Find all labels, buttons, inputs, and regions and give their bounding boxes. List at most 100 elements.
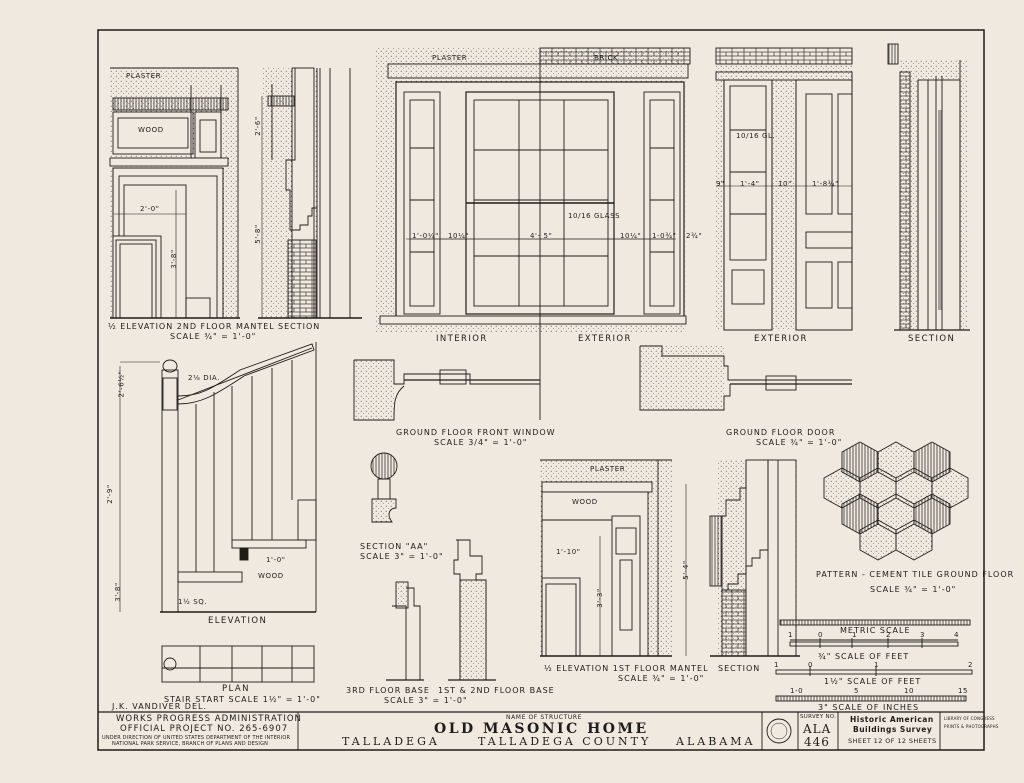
base-3rd-caption: 3RD FLOOR BASE bbox=[346, 686, 430, 695]
dim-window-5: 1-0¾" bbox=[652, 232, 677, 240]
dimension-lines bbox=[114, 96, 852, 656]
stair-dim-3-8: 3'-8" bbox=[113, 582, 122, 602]
habs-line-1: Historic American bbox=[850, 715, 934, 724]
base-3rd bbox=[386, 581, 424, 681]
mantel-1st-dim-1-10: 1'-10" bbox=[556, 548, 581, 556]
stair-start-caption: STAIR START SCALE 1½" = 1'-0" bbox=[164, 695, 321, 704]
stair-plan bbox=[161, 645, 315, 683]
tile-caption: PATTERN - CEMENT TILE GROUND FLOOR bbox=[816, 570, 1015, 579]
glass-label-window: 10/16 GLASS bbox=[568, 212, 621, 220]
mantel-1st-dim-3-3: 3'-3" bbox=[595, 588, 604, 608]
wpa-line-2: OFFICIAL PROJECT NO. 265-6907 bbox=[120, 724, 289, 734]
feet-112-tick: 1 bbox=[874, 661, 880, 669]
structure-name: OLD MASONIC HOME bbox=[434, 721, 649, 737]
mantel-1st-section bbox=[709, 459, 800, 657]
mantel-2nd-scale: SCALE ¾" = 1'-0" bbox=[170, 332, 257, 341]
stair-dim-1-0: 1'-0" bbox=[266, 556, 286, 564]
dim-window-1: 1'-0¼" bbox=[412, 232, 439, 240]
ground-window-scale: SCALE 3/4" = 1'-0" bbox=[434, 438, 528, 447]
stair-dim-dia: 2⅛ DIA. bbox=[188, 374, 221, 382]
inches-tick: 1-0 bbox=[790, 687, 804, 695]
stair-elevation bbox=[119, 342, 317, 613]
wood-label-stair: WOOD bbox=[258, 572, 284, 580]
dim-door-1-4: 1'-4" bbox=[740, 180, 760, 188]
mantel-1st-section-caption: SECTION bbox=[718, 664, 761, 673]
metric-tick: 4 bbox=[954, 631, 960, 639]
title-block-lines bbox=[98, 711, 984, 750]
section-aa bbox=[370, 452, 398, 523]
tile-pattern bbox=[823, 441, 969, 561]
feet-112-tick: 2 bbox=[968, 661, 974, 669]
dim-2-0: 2'-0" bbox=[140, 205, 160, 213]
plan-caption: PLAN bbox=[222, 684, 250, 694]
survey-number: 446 bbox=[804, 735, 830, 749]
metric-tick: 1 bbox=[852, 631, 858, 639]
base-12-caption: 1ST & 2ND FLOOR BASE bbox=[438, 686, 555, 695]
mantel-2nd-caption: ½ ELEVATION 2ND FLOOR MANTEL bbox=[108, 322, 275, 331]
feet-112-tick: 0 bbox=[808, 661, 814, 669]
loc-stamp-line-2: PRINTS & PHOTOGRAPHS bbox=[944, 724, 999, 729]
metric-scale-title: METRIC SCALE bbox=[840, 626, 911, 635]
sheet-border bbox=[97, 29, 985, 751]
ground-door-detail bbox=[639, 345, 852, 411]
sheet-number: SHEET 12 OF 12 SHEETS bbox=[848, 737, 937, 745]
dim-door-10: 10" bbox=[778, 180, 792, 188]
dim-2-6: 2'-6" bbox=[253, 116, 262, 136]
survey-caption: SURVEY NO. bbox=[800, 714, 837, 720]
metric-tick: 1 bbox=[788, 631, 794, 639]
dim-window-2: 10¼" bbox=[448, 232, 470, 240]
ground-door-scale: SCALE ¾" = 1'-0" bbox=[756, 438, 843, 447]
mantel-1st-dim-5-4: 5'-4" bbox=[681, 560, 690, 580]
dim-window-6: 2¾" bbox=[686, 232, 703, 240]
stair-dim-2-6: 2'-6½" bbox=[117, 370, 126, 398]
glass-label-door: 10/16 GL. bbox=[736, 132, 776, 140]
dim-door-1-8: 1'-8¾" bbox=[812, 180, 839, 188]
structure-name-caption: NAME OF STRUCTURE bbox=[506, 714, 582, 721]
habs-line-2: Buildings Survey bbox=[853, 725, 933, 734]
scale-feet-112: 1½" SCALE OF FEET bbox=[824, 677, 922, 686]
dim-window-3: 4'- 5" bbox=[530, 232, 553, 240]
window-elevation bbox=[376, 47, 691, 420]
ground-window-caption: GROUND FLOOR FRONT WINDOW bbox=[396, 428, 556, 437]
stair-dim-2-9: 2'-9" bbox=[105, 484, 114, 504]
brick-label-window: BRICK bbox=[594, 54, 619, 62]
delineator: J.K. VANDIVER DEL. bbox=[112, 702, 208, 711]
mantel-1st-elevation bbox=[540, 459, 672, 657]
section-aa-scale: SCALE 3" = 1'-0" bbox=[360, 552, 444, 561]
plaster-label-lower: PLASTER bbox=[590, 465, 626, 473]
dim-window-4: 10¼" bbox=[620, 232, 642, 240]
location-city: TALLADEGA bbox=[342, 735, 440, 748]
wpa-line-1: WORKS PROGRESS ADMINISTRATION bbox=[116, 714, 302, 724]
base-1st-2nd bbox=[448, 539, 496, 681]
exterior-window-caption: EXTERIOR bbox=[578, 334, 632, 344]
scale-inches-3: 3" SCALE OF INCHES bbox=[818, 703, 920, 712]
wood-label-mantel: WOOD bbox=[138, 126, 164, 134]
inches-tick: 10 bbox=[904, 687, 915, 695]
plaster-label-left: PLASTER bbox=[126, 72, 162, 80]
mantel-2nd-section bbox=[258, 67, 362, 319]
location-county: TALLADEGA COUNTY bbox=[478, 735, 652, 748]
ground-door-caption: GROUND FLOOR DOOR bbox=[726, 428, 836, 437]
stair-elevation-caption: ELEVATION bbox=[208, 616, 268, 626]
stair-dim-sq: 1½ SQ. bbox=[178, 598, 208, 606]
ground-window-detail bbox=[353, 359, 540, 421]
wpa-line-4: NATIONAL PARK SERVICE, BRANCH OF PLANS A… bbox=[112, 741, 269, 747]
loc-stamp-line-1: LIBRARY OF CONGRESS bbox=[944, 716, 995, 721]
wood-label-lower: WOOD bbox=[572, 498, 598, 506]
dim-5-8: 5'-8" bbox=[253, 224, 262, 244]
location-state: ALABAMA bbox=[676, 735, 756, 748]
metric-tick: 2 bbox=[886, 631, 892, 639]
wpa-line-3: UNDER DIRECTION OF UNITED STATES DEPARTM… bbox=[102, 735, 291, 741]
section-aa-caption: SECTION "AA" bbox=[360, 542, 429, 551]
door-section-caption: SECTION bbox=[908, 334, 956, 344]
survey-ala: ALA bbox=[803, 722, 832, 736]
mantel-1st-caption: ½ ELEVATION 1ST FLOOR MANTEL bbox=[544, 664, 709, 673]
plaster-label-window: PLASTER bbox=[432, 54, 468, 62]
mantel-2nd-elevation bbox=[109, 67, 240, 319]
mantel-2nd-section-caption: SECTION bbox=[278, 322, 321, 331]
base-scale-caption: SCALE 3" = 1'-0" bbox=[384, 696, 468, 705]
mantel-1st-scale: SCALE ¾" = 1'-0" bbox=[618, 674, 705, 683]
exterior-door-caption: EXTERIOR bbox=[754, 334, 808, 344]
